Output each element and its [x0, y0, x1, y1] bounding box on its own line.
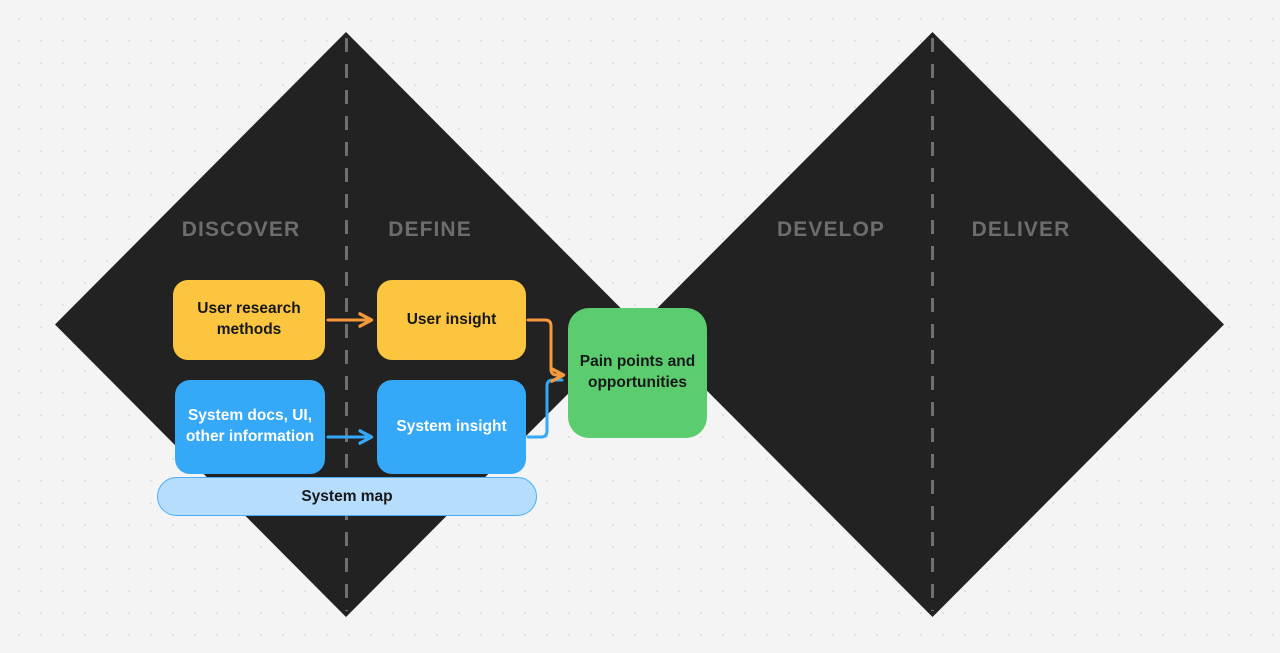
divider-discover-define	[345, 38, 348, 611]
phase-label-define: DEFINE	[388, 218, 472, 241]
phase-label-discover: DISCOVER	[181, 218, 301, 241]
node-system-insight[interactable]: System insight	[377, 380, 526, 474]
node-system-docs[interactable]: System docs, UI, other information	[175, 380, 325, 474]
divider-develop-deliver	[931, 38, 934, 611]
phase-label-develop: DEVELOP	[776, 218, 886, 241]
phase-label-deliver: DELIVER	[971, 218, 1071, 241]
node-user-research-methods[interactable]: User research methods	[173, 280, 325, 360]
node-pain-points-opportunities[interactable]: Pain points and opportunities	[568, 308, 707, 438]
node-system-map[interactable]: System map	[157, 477, 537, 516]
node-user-insight[interactable]: User insight	[377, 280, 526, 360]
